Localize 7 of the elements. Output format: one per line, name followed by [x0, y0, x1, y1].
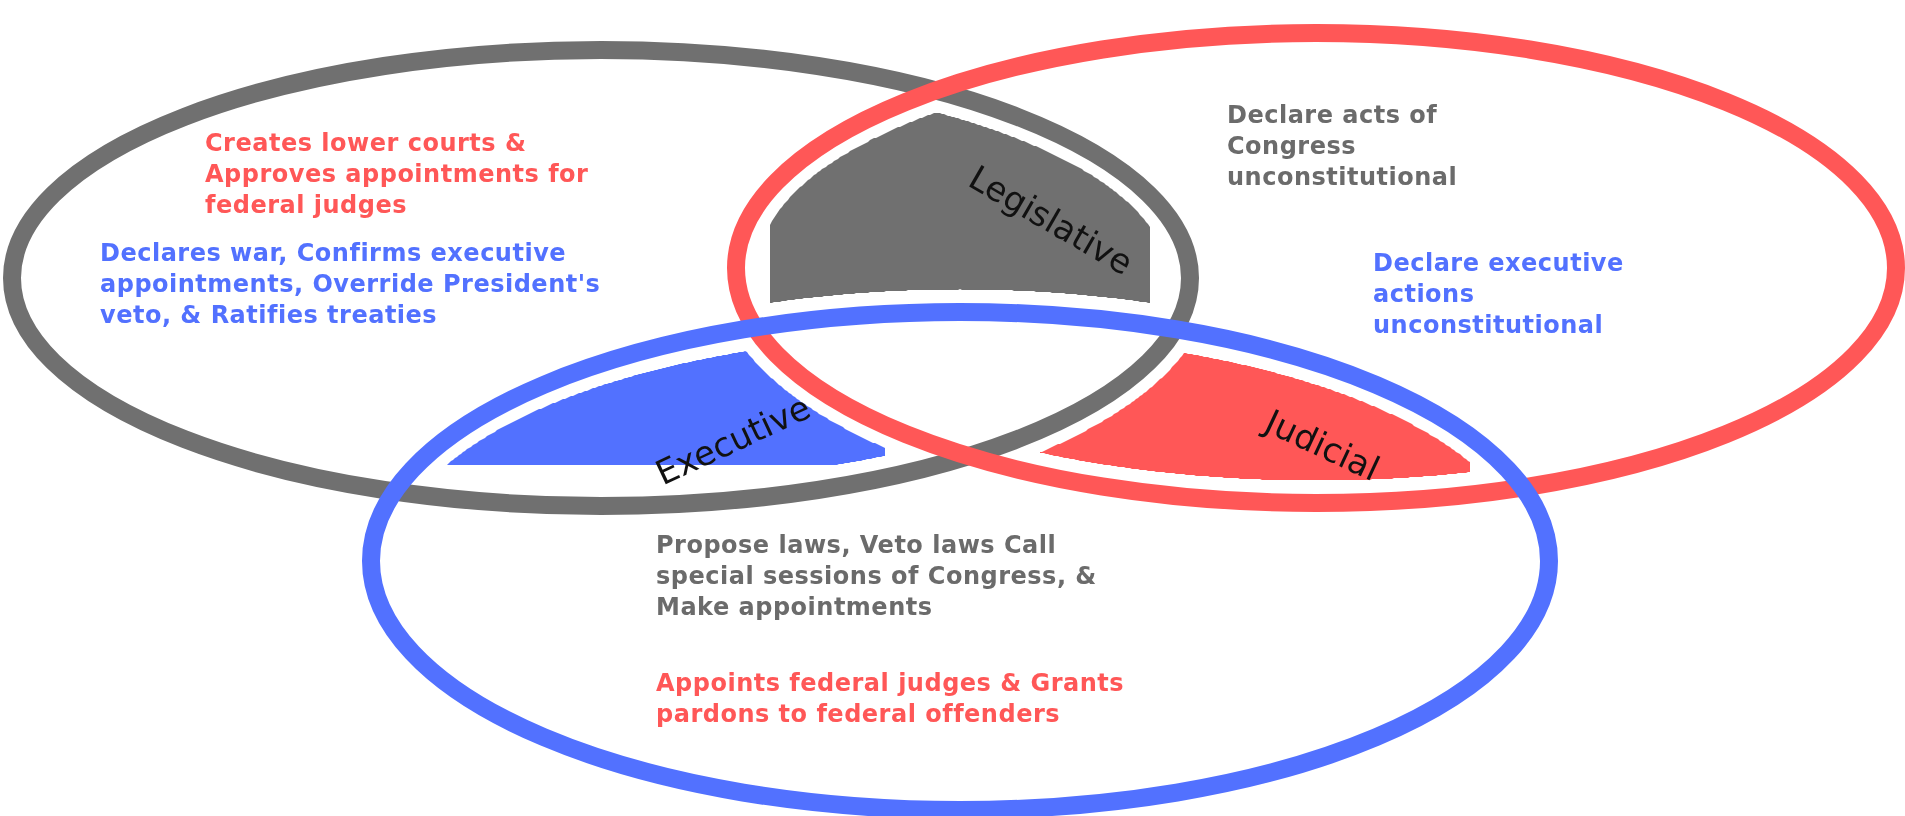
power-description: Creates lower courts & Approves appointments for federal judges — [205, 128, 590, 221]
power-description: Declare executive actions unconstitutional — [1373, 248, 1625, 341]
power-description: Declare acts of Congress unconstitutional — [1227, 100, 1459, 193]
power-description: Appoints federal judges & Grants pardons to federal offenders — [656, 668, 1126, 730]
power-description: Propose laws, Veto laws Call special sessions of Congress, & Make appointments — [656, 530, 1098, 623]
venn-circle — [3, 41, 1199, 515]
power-description: Declares war, Confirms executive appointments, Override President's veto, & Ratifies treaties — [100, 238, 602, 331]
